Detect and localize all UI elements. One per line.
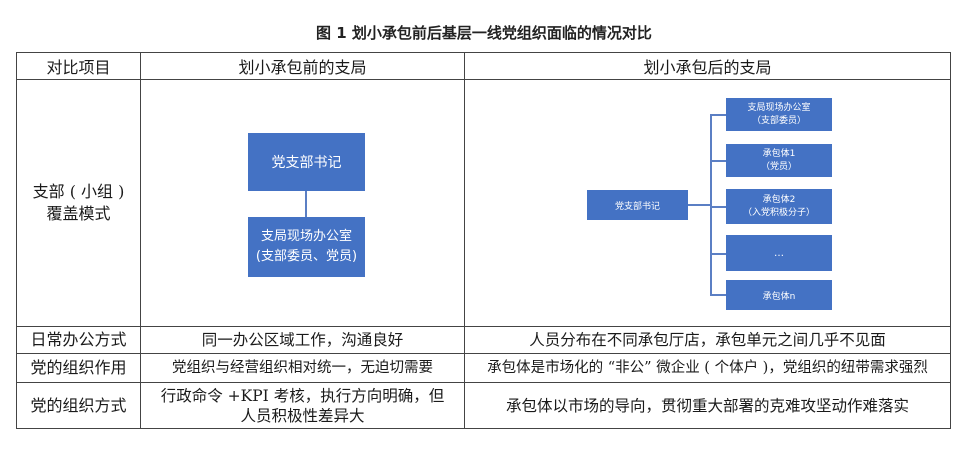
- before-office-line2: (支部委员、党员): [255, 249, 358, 264]
- method-label: 党的组织方式: [16, 382, 141, 429]
- after-root-connector: [688, 204, 710, 206]
- after-branch-office-box: 支局现场办公室 （支部委员）: [726, 98, 832, 131]
- comparison-table: 对比项目 划小承包前的支局 划小承包后的支局 支部 ( 小组 ) 覆盖模式 党支…: [16, 52, 951, 429]
- role-before: 党组织与经营组织相对统一，无迫切需要: [140, 353, 465, 383]
- after-branch-line1: 承包体1: [762, 148, 796, 159]
- daily-after: 人员分布在不同承包厅店，承包单元之间几乎不见面: [464, 326, 951, 354]
- after-trunk-line: [710, 114, 712, 294]
- after-branch-line1: 承包体2: [762, 194, 796, 205]
- header-item: 对比项目: [16, 52, 141, 80]
- daily-label: 日常办公方式: [16, 326, 141, 354]
- after-branch-connector: [710, 114, 726, 116]
- before-office-box: 支局现场办公室 (支部委员、党员): [248, 217, 365, 277]
- after-branch-line1: 承包体n: [762, 291, 796, 302]
- coverage-label-line2: 覆盖模式: [46, 204, 111, 223]
- before-secretary-label: 党支部书记: [271, 155, 342, 171]
- after-branch-line2: （入党积极分子）: [742, 207, 815, 218]
- coverage-label: 支部 ( 小组 ) 覆盖模式: [16, 79, 141, 327]
- daily-before: 同一办公区域工作，沟通良好: [140, 326, 465, 354]
- header-row: 对比项目 划小承包前的支局 划小承包后的支局: [16, 52, 951, 80]
- coverage-row: 支部 ( 小组 ) 覆盖模式 党支部书记 支局现场办公室 (支部委员、党员) 党…: [16, 79, 951, 327]
- daily-row: 日常办公方式 同一办公区域工作，沟通良好 人员分布在不同承包厅店，承包单元之间几…: [16, 326, 951, 354]
- after-branch-connector: [710, 253, 726, 255]
- method-before: 行政命令 +KPI 考核，执行方向明确，但人员积极性差异大: [140, 382, 465, 429]
- after-branch-connector: [710, 160, 726, 162]
- after-branch-line2: （党员）: [760, 161, 797, 172]
- before-diagram: 党支部书记 支局现场办公室 (支部委员、党员): [141, 80, 464, 326]
- after-branch-unitn-box: 承包体n: [726, 280, 832, 310]
- after-branch-line2: （支部委员）: [751, 115, 806, 126]
- before-diagram-cell: 党支部书记 支局现场办公室 (支部委员、党员): [140, 79, 465, 327]
- role-after: 承包体是市场化的 “非公” 微企业 ( 个体户 )，党组织的纽带需求强烈: [464, 353, 951, 383]
- header-before: 划小承包前的支局: [140, 52, 465, 80]
- role-row: 党的组织作用 党组织与经营组织相对统一，无迫切需要 承包体是市场化的 “非公” …: [16, 353, 951, 383]
- role-label: 党的组织作用: [16, 353, 141, 383]
- after-branch-unit1-box: 承包体1 （党员）: [726, 144, 832, 177]
- after-branch-unit2-box: 承包体2 （入党积极分子）: [726, 189, 832, 224]
- after-branch-connector: [710, 294, 726, 296]
- after-secretary-box: 党支部书记: [587, 190, 688, 220]
- after-diagram: 党支部书记 支局现场办公室 （支部委员） 承包体1 （党员）: [465, 80, 950, 326]
- after-branch-connector: [710, 206, 726, 208]
- before-connector: [305, 191, 307, 217]
- after-branch-line1: 支局现场办公室: [747, 102, 811, 113]
- before-secretary-box: 党支部书记: [248, 133, 365, 191]
- after-branch-ellipsis-box: …: [726, 235, 832, 271]
- method-row: 党的组织方式 行政命令 +KPI 考核，执行方向明确，但人员积极性差异大 承包体…: [16, 382, 951, 429]
- header-after: 划小承包后的支局: [464, 52, 951, 80]
- after-diagram-cell: 党支部书记 支局现场办公室 （支部委员） 承包体1 （党员）: [464, 79, 951, 327]
- method-after: 承包体以市场的导向，贯彻重大部署的克难攻坚动作难落实: [464, 382, 951, 429]
- figure-title: 图 1 划小承包前后基层一线党组织面临的情况对比: [316, 24, 652, 42]
- after-branch-line1: …: [774, 247, 784, 259]
- before-office-line1: 支局现场办公室: [260, 229, 352, 244]
- after-secretary-label: 党支部书记: [614, 201, 660, 212]
- coverage-label-line1: 支部 ( 小组 ): [32, 182, 125, 201]
